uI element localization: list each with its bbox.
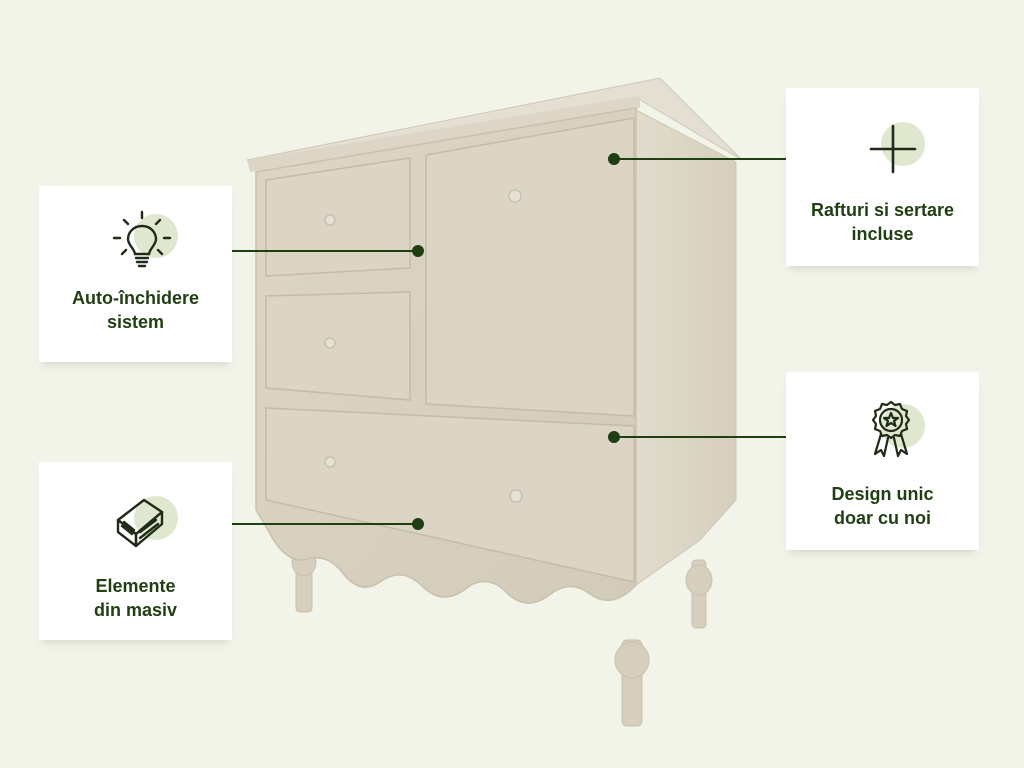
plus-icon <box>869 124 916 174</box>
leader-dot <box>608 153 620 165</box>
leader-dot <box>412 245 424 257</box>
wood-log-icon <box>116 498 163 548</box>
leader-dot <box>412 518 424 530</box>
feature-card-solid-wood: Elemente din masiv <box>39 462 232 640</box>
feature-card-auto-closing: Auto-închidere sistem <box>39 186 232 362</box>
feature-card-shelves-drawers: Rafturi si sertare incluse <box>786 88 979 266</box>
leader-dot <box>608 431 620 443</box>
feature-label: Auto-închidere sistem <box>71 288 199 332</box>
feature-label: Elemente din masiv <box>93 576 178 620</box>
feature-label: Design unic doar cu noi <box>831 484 934 528</box>
lightbulb-icon <box>112 210 171 268</box>
feature-label: Rafturi si sertare incluse <box>810 200 955 244</box>
award-badge-icon <box>871 400 910 458</box>
feature-card-unique-design: Design unic doar cu noi <box>786 372 979 550</box>
